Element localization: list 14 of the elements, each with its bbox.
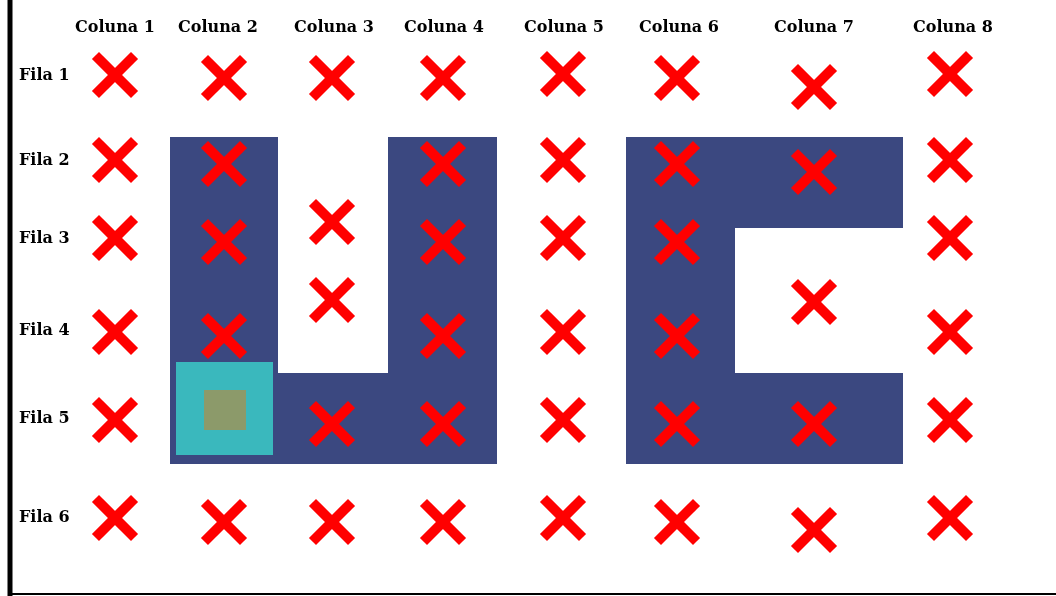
column-header: Coluna 2 [178,17,258,37]
column-header: Coluna 5 [524,17,604,37]
column-header: Coluna 6 [639,17,719,37]
column-header: Coluna 4 [404,17,484,37]
column-header: Coluna 8 [913,17,993,37]
row-label: Fila 6 [19,507,70,527]
row-label: Fila 5 [19,408,70,428]
column-header: Coluna 1 [75,17,155,37]
row-label: Fila 3 [19,228,70,248]
row-label: Fila 2 [19,150,70,170]
column-header: Coluna 3 [294,17,374,37]
column-header: Coluna 7 [774,17,854,37]
row-label: Fila 1 [19,65,70,85]
row-label: Fila 4 [19,320,70,340]
